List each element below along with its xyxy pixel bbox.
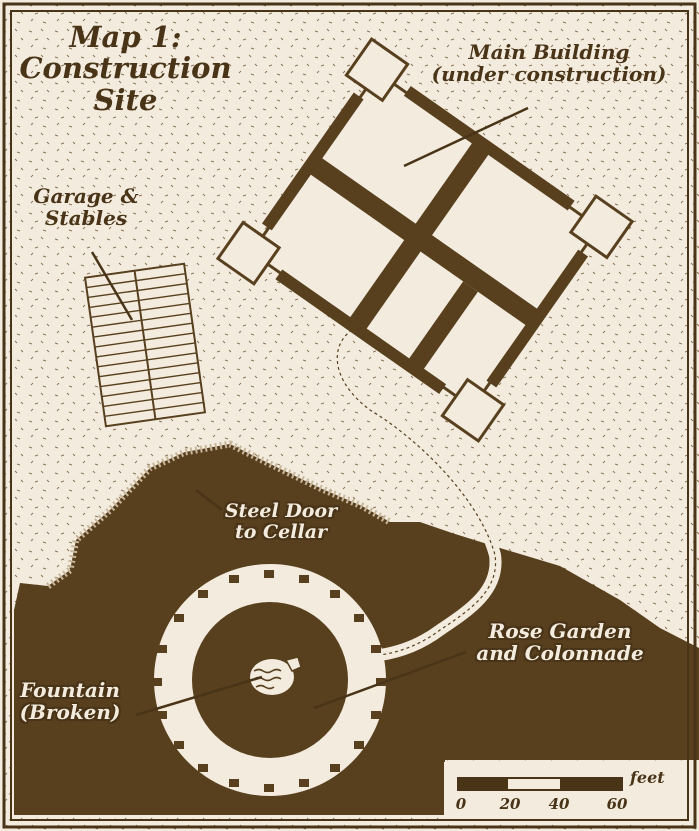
fountain-label: Fountain (Broken)	[2, 678, 138, 724]
scale-tick-20: 20	[499, 795, 521, 813]
rose-garden-label: Rose Garden and Colonnade	[455, 619, 665, 665]
scale-box	[444, 762, 699, 822]
garage-label-line-2: Stables	[44, 205, 128, 230]
steel-door-label-line-2: to Cellar	[234, 520, 328, 543]
rose-garden-label-line-2: and Colonnade	[476, 640, 644, 665]
hill-slope-hatching	[45, 440, 392, 589]
scale-unit-label: feet	[630, 768, 665, 787]
steel-door-to-cellar	[180, 458, 196, 474]
scale-tick-40: 40	[548, 795, 570, 813]
scale-tick-0: 0	[455, 795, 467, 813]
map-title-line-1: Map 1:	[69, 20, 182, 54]
main-building	[215, 36, 635, 444]
main-building-label: Main Building (under construction)	[404, 40, 694, 86]
main-building-label-line-2: (under construction)	[431, 61, 667, 86]
access-path-edge	[336, 329, 497, 656]
leader-lines	[90, 106, 529, 717]
map-frame-inner	[10, 10, 689, 821]
fountain-label-line-1: Fountain	[20, 678, 120, 702]
garage-label-line-1: Garage &	[33, 184, 139, 208]
garage-label: Garage & Stables	[18, 184, 154, 230]
scale-bar	[457, 777, 623, 791]
main-building-label-line-1: Main Building	[468, 40, 630, 64]
map-title-line-3: Site	[93, 82, 158, 117]
scale-tick-60: 60	[606, 795, 628, 813]
steel-door-label-line-1: Steel Door	[224, 500, 338, 522]
rose-garden-label-line-1: Rose Garden	[488, 619, 632, 643]
garage-and-stables	[83, 262, 207, 428]
map-title-line-2: Construction	[19, 51, 232, 86]
colonnade-columns	[152, 570, 386, 792]
fountain-broken-piece	[284, 656, 302, 672]
steel-door-label: Steel Door to Cellar	[206, 501, 356, 542]
fountain-label-line-2: (Broken)	[19, 699, 121, 724]
map-title: Map 1: Construction Site	[18, 20, 233, 117]
